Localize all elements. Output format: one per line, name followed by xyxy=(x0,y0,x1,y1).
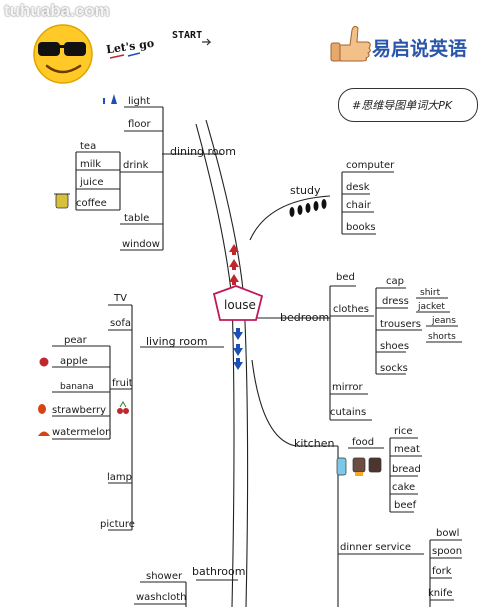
item-milk: milk xyxy=(80,159,102,170)
coffee-cup-icon xyxy=(54,193,70,209)
branch-study: study xyxy=(290,184,321,197)
item-pear: pear xyxy=(64,335,87,346)
item-desk: desk xyxy=(346,182,370,193)
watermark: tuhuaba.com xyxy=(4,1,110,20)
branch-dining-room: dining room xyxy=(170,145,236,158)
center-label: louse xyxy=(224,298,256,312)
tagline-box xyxy=(338,88,478,122)
item-bowl: bowl xyxy=(436,528,460,539)
brand-title: 易启说英语 xyxy=(372,38,468,60)
sunglasses-smiley-icon xyxy=(33,24,93,84)
item-shoes: shoes xyxy=(380,341,410,352)
start-text: START xyxy=(172,30,203,41)
item-knife: knife xyxy=(428,588,453,599)
branch-bathroom: bathroom xyxy=(192,565,246,578)
item-drink: drink xyxy=(123,160,149,171)
item-juice: juice xyxy=(80,177,104,188)
item-bed: bed xyxy=(336,272,355,283)
item-fork: fork xyxy=(432,566,452,577)
item-rice: rice xyxy=(394,426,413,437)
branch-kitchen: kitchen xyxy=(294,437,335,450)
item-banana: banana xyxy=(60,382,94,392)
tagline: #思维导图单词大PK xyxy=(352,99,453,112)
item-bread: bread xyxy=(392,464,421,475)
item-books: books xyxy=(346,222,376,233)
item-dinner-service: dinner service xyxy=(340,542,412,553)
item-socks: socks xyxy=(380,363,408,374)
item-cap: cap xyxy=(386,276,404,287)
up-arrows-icon xyxy=(229,244,239,285)
item-table: table xyxy=(124,213,150,224)
branch-living-room: living room xyxy=(146,335,208,348)
item-computer: computer xyxy=(346,160,395,171)
item-shower: shower xyxy=(146,571,183,582)
item-food: food xyxy=(352,437,375,448)
item-meat: meat xyxy=(394,444,420,455)
item-cutains: cutains xyxy=(330,407,367,418)
item-coffee: coffee xyxy=(76,198,107,209)
item-apple: apple xyxy=(60,356,88,367)
item-window: window xyxy=(122,239,160,250)
item-strawberry: strawberry xyxy=(52,405,107,416)
item-clothes: clothes xyxy=(333,304,370,315)
item-mirror: mirror xyxy=(332,382,363,393)
item-sofa: sofa xyxy=(110,318,131,329)
item-floor: floor xyxy=(128,119,151,130)
item-dress: dress xyxy=(382,296,409,307)
item-shorts: shorts xyxy=(428,332,456,342)
item-watermelon: watermelon xyxy=(52,427,112,438)
thumbs-up-icon xyxy=(330,25,371,62)
item-washcloth: washcloth xyxy=(136,592,187,603)
item-shirt: shirt xyxy=(420,288,441,298)
down-arrows-icon xyxy=(233,328,243,370)
item-light: light xyxy=(128,96,151,107)
drink-cups-icon xyxy=(336,457,382,476)
item-beef: beef xyxy=(394,500,417,511)
slippers-icon xyxy=(289,199,327,217)
item-chair: chair xyxy=(346,200,371,211)
item-tea: tea xyxy=(80,141,97,152)
item-trousers: trousers xyxy=(380,319,421,330)
light-bulb-icons xyxy=(103,94,117,104)
item-cake: cake xyxy=(392,482,416,493)
item-fruit: fruit xyxy=(112,378,133,389)
item-lamp: lamp xyxy=(107,472,132,483)
item-picture: picture xyxy=(100,519,135,530)
item-jeans: jeans xyxy=(432,316,456,326)
branch-bedroom: bedroom xyxy=(280,311,330,324)
item-tv: TV xyxy=(114,293,127,304)
fruit-doodles-icon xyxy=(38,357,129,436)
item-spoon: spoon xyxy=(432,546,463,557)
item-jacket: jacket xyxy=(418,302,445,312)
center-house-frame xyxy=(212,285,264,321)
